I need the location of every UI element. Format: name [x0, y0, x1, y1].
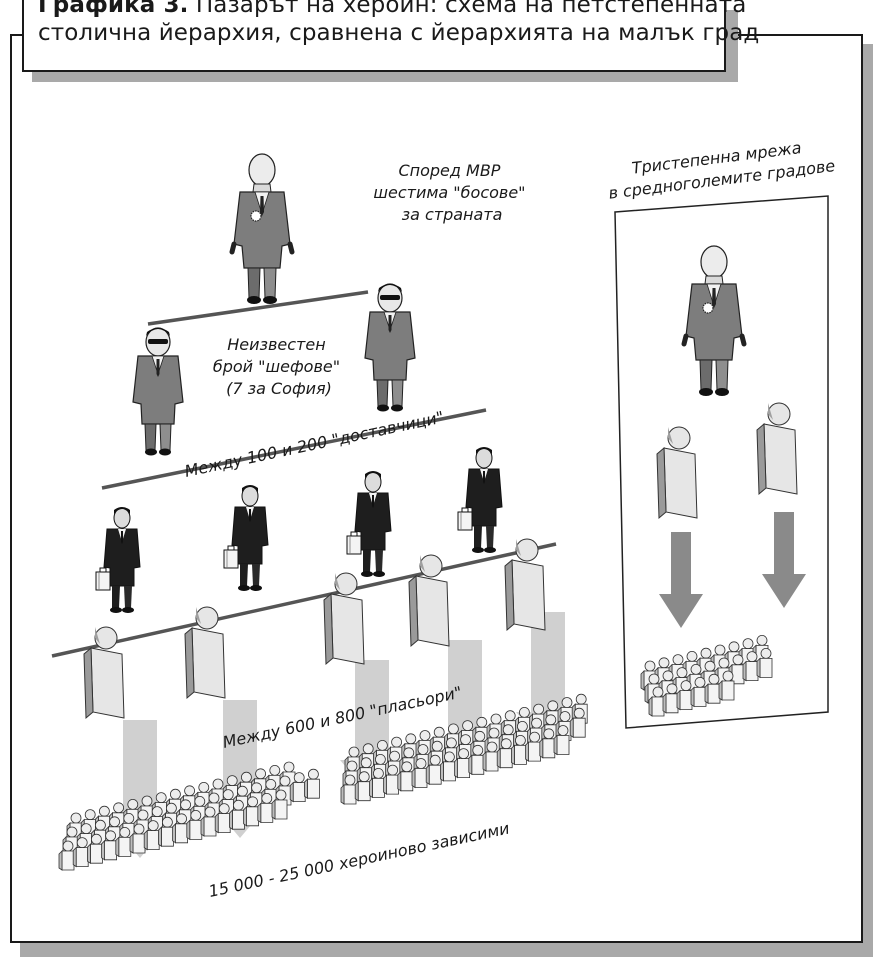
supplier-figure	[458, 447, 502, 553]
boss-figure	[232, 154, 292, 304]
supplier-figure	[96, 507, 140, 613]
supplier-figure	[347, 471, 391, 577]
addicts-crowd-left	[59, 762, 319, 870]
supplier-figure	[224, 485, 268, 591]
addict-figure	[304, 769, 319, 798]
title-box: Графика 3. Пазарът на хероин: схема на п…	[22, 0, 726, 72]
chief-figure	[365, 284, 415, 412]
bosses-label: Според МВР шестима "босове" за страната	[373, 161, 530, 224]
title-bold-part: Графика 3.	[38, 0, 188, 18]
chiefs-label-line: Неизвестен	[227, 335, 325, 354]
title-rest: Пазарът на хероин: схема на петстепеннат…	[188, 0, 746, 18]
bosses-label-line: Според МВР	[398, 161, 500, 180]
bosses-label-line: шестима "босове"	[373, 183, 525, 202]
addict-figure	[59, 841, 74, 870]
addicts-label: 15 000 - 25 000 хероиново зависими	[207, 818, 511, 900]
suppliers-label: Между 100 и 200 "доставчици"	[183, 407, 446, 481]
chiefs-label-line: брой "шефове"	[213, 357, 340, 376]
bosses-label-line: за страната	[402, 205, 503, 224]
chiefs-label-line: (7 за София)	[226, 379, 332, 398]
small-city-label: Тристепенна мрежа в средноголемите градо…	[605, 134, 837, 203]
chiefs-label: Неизвестен брой "шефове" (7 за София)	[213, 335, 345, 398]
title-line-2: столична йерархия, сравнена с йерархията…	[38, 19, 724, 47]
title-line-1: Графика 3. Пазарът на хероин: схема на п…	[38, 0, 724, 19]
chief-figure	[133, 328, 183, 456]
